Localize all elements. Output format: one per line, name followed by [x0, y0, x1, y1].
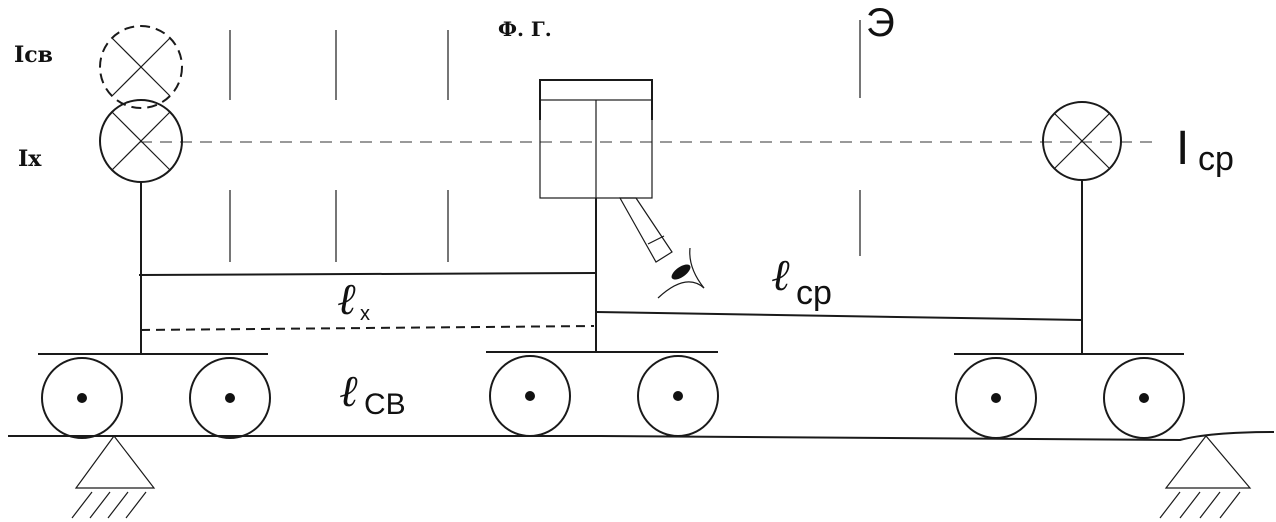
- wheel-icon: [489, 355, 571, 437]
- hinge-support-icon: [1159, 435, 1252, 519]
- label-fg: Ф. Г.: [498, 17, 552, 41]
- label-i-sr-sub: cp: [1198, 140, 1234, 178]
- lamp-cross-icon: [99, 99, 183, 183]
- lamp-cross-icon: [1042, 101, 1122, 181]
- lamp-stands: [140, 180, 1083, 354]
- distance-line-top: [138, 272, 597, 276]
- wheel-icon: [637, 355, 719, 437]
- hinge-support-icon: [71, 434, 156, 519]
- photometer-head: [539, 79, 673, 263]
- distance-line-lsr: [595, 311, 1083, 321]
- wheel-icon: [955, 357, 1037, 439]
- wheel-icon: [1103, 357, 1185, 439]
- bench-rail: [8, 431, 1275, 442]
- label-i-sr: I: [1176, 122, 1189, 175]
- distance-line-lx: [140, 325, 595, 331]
- wheel-icon: [41, 357, 123, 439]
- wheel-icon: [189, 357, 271, 439]
- lamp-cross-icon: [99, 25, 183, 109]
- label-l-x-sub: x: [360, 303, 370, 325]
- label-l-x: ℓ: [338, 274, 357, 325]
- carriage-platforms: [38, 351, 1184, 355]
- diaphragm-lines: [229, 20, 861, 262]
- label-e: Э: [866, 1, 895, 45]
- label-l-sr: ℓ: [772, 250, 791, 301]
- label-l-sv-sub: CB: [364, 388, 406, 421]
- label-l-sv: ℓ: [340, 366, 359, 417]
- label-l-sr-sub: cp: [796, 274, 832, 312]
- label-i-sv: Iсв: [14, 42, 53, 68]
- eye-icon: [657, 247, 705, 299]
- label-i-x: Ix: [18, 146, 42, 172]
